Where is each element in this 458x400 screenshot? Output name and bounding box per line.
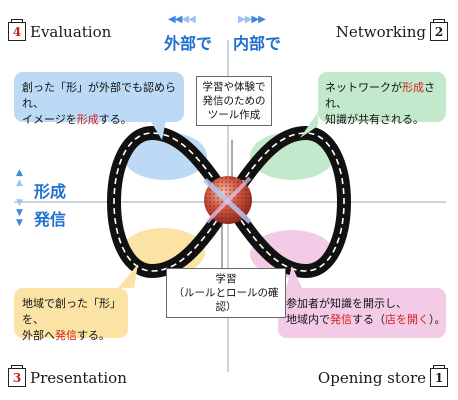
bubble-bottom-left: [14, 264, 138, 338]
text: する。: [77, 329, 110, 342]
number-3-icon: 3: [8, 365, 26, 387]
bubble-line: 参加者が知識を開示し、: [286, 297, 407, 310]
corner-networking: Networking 2: [335, 19, 448, 41]
corner-opening-store: Opening store 1: [317, 365, 448, 387]
bubble-bottom-right: [278, 266, 446, 338]
callout-line: 発信のための: [202, 95, 266, 107]
number-4-icon: 4: [8, 19, 26, 41]
bubble-line: ネットワークが形成され、: [325, 80, 445, 112]
text: イメージを: [22, 113, 77, 126]
text: ）。: [429, 313, 446, 326]
text: ネットワークが: [325, 81, 402, 94]
callout-line: ツール作成: [207, 109, 261, 121]
highlight-text: 形成: [402, 81, 424, 94]
bubble-text-top-left: 創った「形」が外部でも認められ、 イメージを形成する。: [22, 80, 182, 128]
label-inside: 内部で: [233, 34, 282, 53]
text: され、: [325, 81, 435, 110]
corner-label: Presentation: [30, 368, 127, 387]
callout-line: 学習や体験で: [202, 81, 266, 93]
text: する。: [98, 113, 132, 126]
highlight-text: 発信: [55, 329, 77, 342]
callout-line: （ルールとロールの確認）: [173, 287, 279, 313]
text: 外部へ: [22, 329, 55, 342]
bubble-text-bottom-left: 地域で創った「形」を、 外部へ発信する。: [22, 296, 128, 344]
infinity-loop: [106, 125, 352, 279]
callout-line: 学習: [215, 273, 237, 285]
bubble-line: 地域で創った「形」を、: [22, 297, 121, 326]
text: 地域内で: [286, 313, 330, 326]
bubble-line: 地域内で発信する（店を開く）。: [286, 312, 446, 328]
highlight-text: 発信: [330, 313, 352, 326]
corner-label: Evaluation: [30, 22, 112, 41]
bubble-text-top-right: ネットワークが形成され、 知識が共有される。: [325, 80, 445, 128]
corner-label: Opening store: [317, 368, 426, 387]
down-arrows-icon: ▼▼▼: [16, 198, 23, 228]
bubble-line: 知識が共有される。: [325, 113, 424, 126]
bubble-line: イメージを形成する。: [22, 112, 182, 128]
bubble-top-left: [14, 72, 184, 140]
bubble-line: 創った「形」が外部でも認められ、: [22, 81, 176, 110]
label-form: 形成: [34, 182, 67, 201]
callout-learning: 学習 （ルールとロールの確認）: [166, 268, 286, 318]
callout-tool-creation: 学習や体験で 発信のための ツール作成: [196, 76, 272, 126]
right-arrows-icon: ▶▶▶▶: [238, 14, 266, 25]
up-arrows-icon: ▲▲: [16, 168, 23, 188]
text: する（: [352, 313, 385, 326]
bubble-top-right: [300, 72, 446, 138]
bubble-text-bottom-right: 参加者が知識を開示し、 地域内で発信する（店を開く）。: [286, 296, 446, 328]
label-transmit: 発信: [34, 210, 67, 229]
number-2-icon: 2: [430, 19, 448, 41]
highlight-text: 形成: [76, 113, 99, 126]
highlight-text: 店を開く: [385, 313, 429, 326]
bubble-line: 外部へ発信する。: [22, 328, 128, 344]
corner-evaluation: 4 Evaluation: [8, 19, 112, 41]
left-arrows-icon: ◀◀◀◀: [168, 14, 196, 25]
number-1-icon: 1: [430, 365, 448, 387]
label-outside: 外部で: [164, 34, 213, 53]
center-sphere: [203, 176, 252, 224]
corner-label: Networking: [335, 22, 426, 41]
corner-presentation: 3 Presentation: [8, 365, 127, 387]
